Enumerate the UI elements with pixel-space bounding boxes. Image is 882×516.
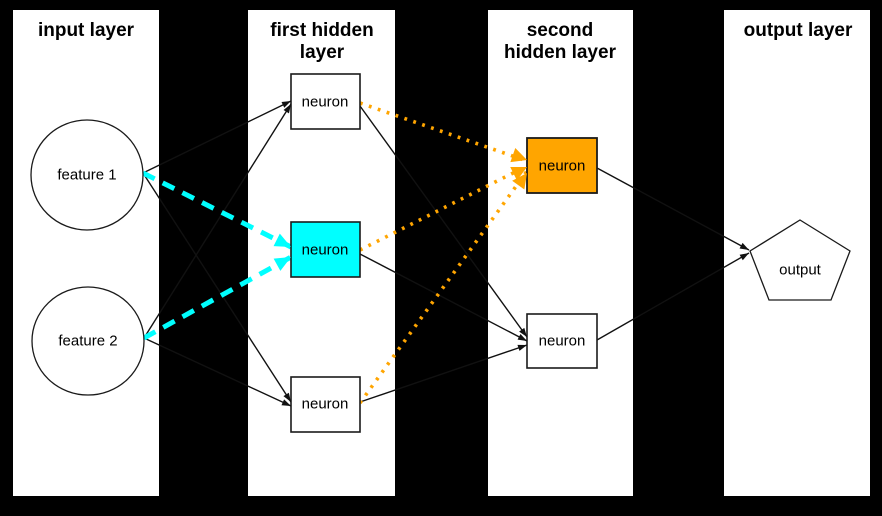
feature1-node [30, 119, 144, 231]
hidden1-neuron2-label: neuron [301, 241, 349, 259]
dashed-cyan-edges [141, 170, 293, 341]
arrowhead-orange [510, 167, 527, 181]
dotted-orange-edges [358, 101, 529, 405]
hidden2-neuron2-label: neuron [538, 332, 586, 350]
edge-h1n2-h2n2 [359, 253, 528, 342]
edge-h1n1-h2n1 [359, 101, 528, 163]
first-hidden-layer-title: first hidden layer [270, 20, 373, 64]
edge-h1n1-h2n2 [359, 105, 528, 338]
edge-feature2-h1n2 [142, 254, 293, 341]
arrowhead-orange [510, 147, 527, 163]
feature1-label: feature 1 [57, 166, 117, 184]
arrowhead-cyan [273, 233, 291, 247]
title-line: output layer [743, 20, 853, 41]
title-line: first hidden [270, 20, 374, 41]
edge-feature1-h1n2 [141, 170, 293, 250]
title-line: layer [299, 42, 345, 63]
arrowhead [517, 334, 527, 341]
nodes [30, 73, 851, 433]
feature2-label: feature 2 [58, 332, 118, 350]
arrowhead [519, 327, 527, 337]
hidden2-neuron1-label: neuron [538, 157, 586, 175]
arrowhead [739, 242, 749, 250]
hidden2-neuron2-node [526, 313, 598, 369]
hidden1-neuron1-node [290, 73, 361, 130]
cyan-arrowheads [273, 233, 291, 271]
input-layer-panel [13, 10, 159, 496]
edge-feature1-h1n3 [142, 172, 292, 403]
title-line: second [526, 20, 594, 41]
arrowhead [283, 392, 291, 402]
edge-feature2-h1n3 [143, 337, 292, 407]
edge-h1n3-h2n2 [359, 344, 528, 403]
title-line: input layer [37, 20, 135, 41]
arrowhead-orange [512, 173, 527, 190]
black-arrowheads [281, 101, 749, 406]
output-label: output [779, 261, 821, 279]
arrowhead [739, 253, 749, 261]
output-node-pentagon [749, 219, 851, 301]
hidden1-neuron3-node [290, 376, 361, 433]
hidden1-neuron2-node-cyan [290, 221, 361, 278]
second-hidden-layer-title: second hidden layer [504, 20, 616, 64]
arrowhead [281, 399, 291, 406]
second-hidden-layer-panel [488, 10, 633, 496]
arrowhead [281, 101, 291, 108]
edge-feature1-h1n1 [142, 100, 292, 174]
feature2-node [31, 286, 145, 396]
edge-feature2-h1n1 [143, 103, 292, 339]
input-layer-title: input layer [38, 20, 134, 42]
arrowhead [517, 344, 527, 351]
edge-h1n3-h2n1 [358, 169, 529, 405]
arrowhead [283, 104, 291, 114]
orange-arrowheads [510, 147, 527, 190]
edge-h2n2-output [596, 252, 750, 341]
title-line: hidden layer [504, 42, 616, 63]
output-layer-title: output layer [744, 20, 853, 42]
hidden2-neuron1-node-orange [526, 137, 598, 194]
edge-h2n1-output [596, 167, 750, 251]
hidden1-neuron3-label: neuron [301, 395, 349, 413]
solid-edges [142, 100, 750, 407]
hidden1-neuron1-label: neuron [301, 93, 349, 111]
arrowhead-cyan [273, 257, 291, 271]
